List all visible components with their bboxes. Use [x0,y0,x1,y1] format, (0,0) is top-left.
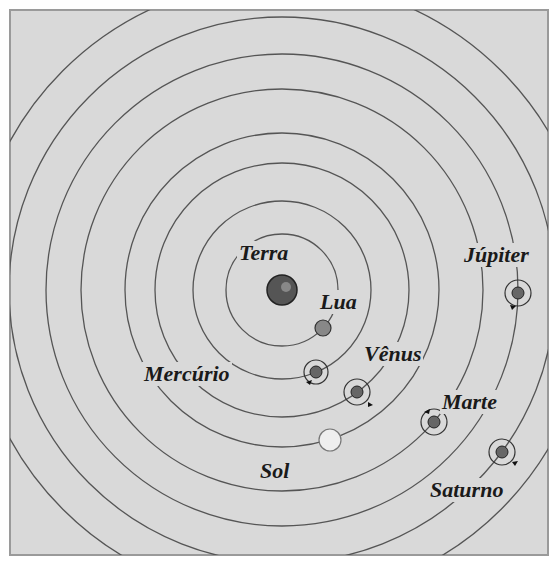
body-label: Mercúrio [142,362,232,386]
planet-symbols [310,287,524,458]
body-label: Marte [440,390,499,414]
body-label: Sol [258,459,291,483]
sun-symbol [319,429,341,451]
orbit-circles [10,10,548,555]
body-label: Terra [237,241,290,265]
body-label: Saturno [428,478,505,502]
moon-symbol [315,320,331,336]
panel-ground [10,10,548,555]
motion-marks [306,305,518,466]
body-label: Vênus [362,342,423,366]
body-label: Júpiter [462,243,531,267]
body-label: Lua [318,290,359,314]
earth-symbol [267,275,297,305]
epicycles [304,280,531,465]
